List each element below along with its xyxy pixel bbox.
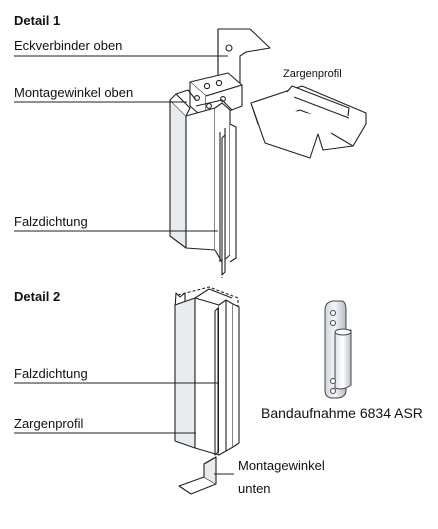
label-bandaufnahme: Bandaufnahme 6834 ASR bbox=[261, 405, 423, 421]
detail1-leaders bbox=[14, 55, 228, 232]
frame-profile-detail2 bbox=[174, 288, 240, 456]
label-falzdichtung-1: Falzdichtung bbox=[14, 214, 88, 229]
detail1-drawing bbox=[169, 28, 367, 278]
detail2-drawing bbox=[174, 286, 240, 456]
label-montagewinkel-unten-line1: Montagewinkel bbox=[238, 458, 325, 473]
falzdichtung-strip bbox=[221, 134, 226, 278]
frame-cut-outline bbox=[177, 286, 239, 309]
label-falzdichtung-2: Falzdichtung bbox=[14, 366, 88, 381]
zargenprofil-piece bbox=[250, 85, 367, 159]
label-zargenprofil-2: Zargenprofil bbox=[14, 416, 84, 431]
frame-profile-detail1 bbox=[169, 89, 237, 263]
detail2-heading: Detail 2 bbox=[14, 289, 61, 304]
bandaufnahme-part bbox=[324, 300, 352, 399]
detail2-leaders bbox=[14, 382, 234, 475]
label-eckverbinder-oben: Eckverbinder oben bbox=[14, 38, 123, 53]
detail1-heading: Detail 1 bbox=[14, 13, 61, 28]
label-montagewinkel-unten-line2: unten bbox=[238, 481, 271, 496]
montagewinkel-unten-part bbox=[178, 456, 217, 495]
label-montagewinkel-oben: Montagewinkel oben bbox=[14, 85, 134, 100]
falzdichtung-strip-2 bbox=[214, 307, 219, 456]
label-zargenprofil-1: Zargenprofil bbox=[283, 68, 342, 80]
